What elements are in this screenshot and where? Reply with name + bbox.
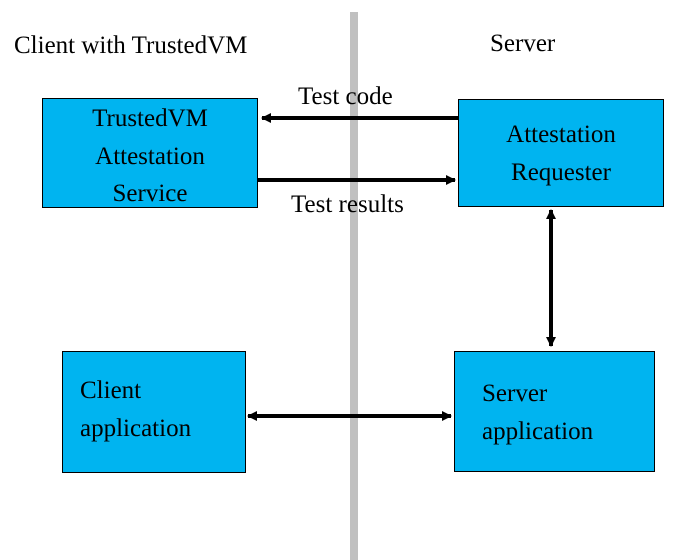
server-application-box: Server application [454,351,655,472]
server-heading: Server [490,30,556,57]
test-code-label: Test code [298,83,393,110]
test-results-label: Test results [291,191,404,218]
client-application-line-2: application [80,414,192,442]
attestation-service-box: TrustedVM Attestation Service [42,98,258,208]
client-server-divider [350,12,358,560]
attestation-service-line-1: TrustedVM [92,105,208,132]
attestation-service-line-2: Attestation [95,142,205,170]
attestation-requester-line-2: Requester [511,158,611,186]
server-application-line-1: Server [482,380,548,407]
attestation-requester-box: Attestation Requester [458,99,664,207]
client-application-box: Client application [62,351,246,473]
attestation-service-line-3: Service [112,180,188,207]
attestation-requester-line-1: Attestation [506,121,616,148]
client-heading: Client with TrustedVM [14,32,248,59]
client-application-line-1: Client [80,377,142,404]
server-application-line-2: application [482,417,594,445]
